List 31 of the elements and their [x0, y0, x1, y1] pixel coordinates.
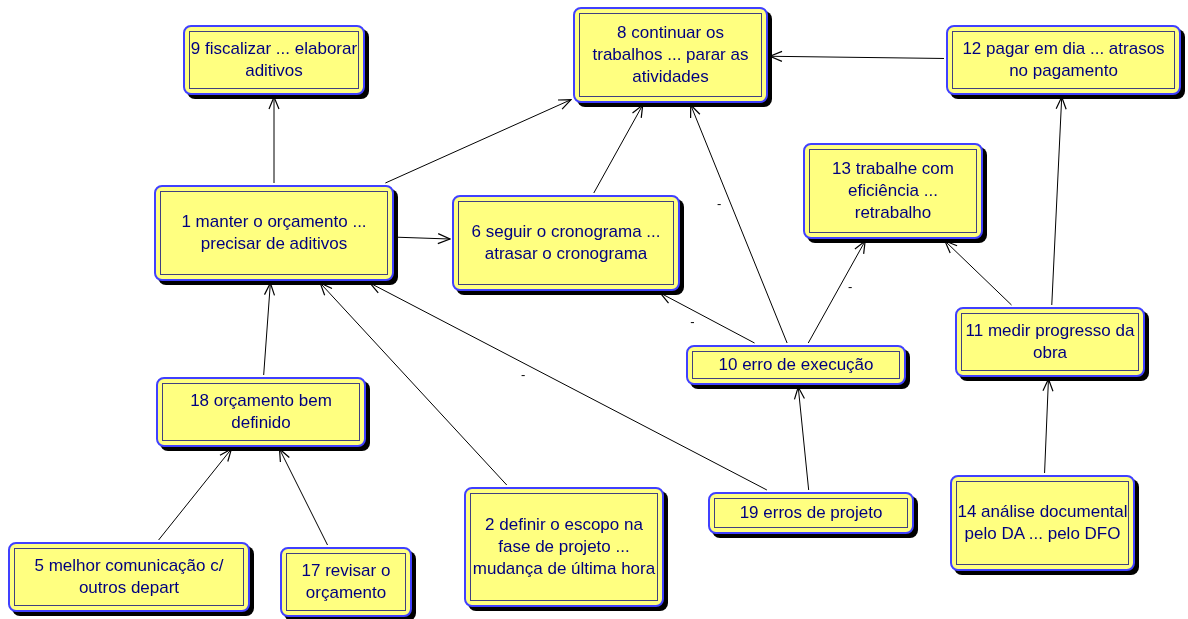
concept-text: 17 revisar o orçamento — [300, 559, 392, 604]
arrow — [278, 448, 328, 546]
arrow — [793, 386, 810, 491]
concept-text: 10 erro de execução — [718, 353, 874, 376]
concept-text: 12 pagar em dia ... atrasos no pagamento — [961, 37, 1166, 82]
arrow — [384, 99, 572, 184]
concept-text: 14 análise documental pelo DA ... pelo DFO — [957, 500, 1128, 545]
arrow — [319, 282, 508, 486]
concept-text: 2 definir o escopo na fase de projeto ... mudança de última hora — [471, 513, 657, 581]
concept-text: 1 manter o orçamento ... precisar de aditivos — [180, 210, 368, 255]
arrow — [690, 104, 788, 344]
concept-text: 19 erros de projeto — [739, 501, 883, 524]
concept-text: 5 melhor comunicação c/ outros depart — [33, 554, 225, 599]
arrow — [158, 448, 232, 541]
arrow — [807, 240, 866, 344]
arrow — [659, 292, 756, 344]
concept-text: 8 continuar os trabalhos ... parar as atividades — [591, 21, 750, 89]
arrow — [1051, 96, 1067, 306]
arrow — [769, 50, 945, 62]
arrow — [369, 282, 768, 491]
concept-text: 6 seguir o cronograma ... atrasar o cronograma — [470, 220, 662, 265]
arrow — [593, 104, 644, 194]
arrow — [263, 282, 276, 376]
arrow — [1042, 378, 1054, 474]
arrow — [268, 96, 280, 184]
arrow — [944, 240, 1013, 306]
concept-text: 13 trabalhe com eficiência ... retrabalho — [831, 157, 955, 225]
arrow — [395, 233, 451, 245]
concept-text: 18 orçamento bem definido — [189, 389, 333, 434]
concept-text: 9 fiscalizar ... elaborar aditivos — [190, 37, 358, 82]
concept-text: 11 medir progresso da obra — [964, 319, 1136, 364]
